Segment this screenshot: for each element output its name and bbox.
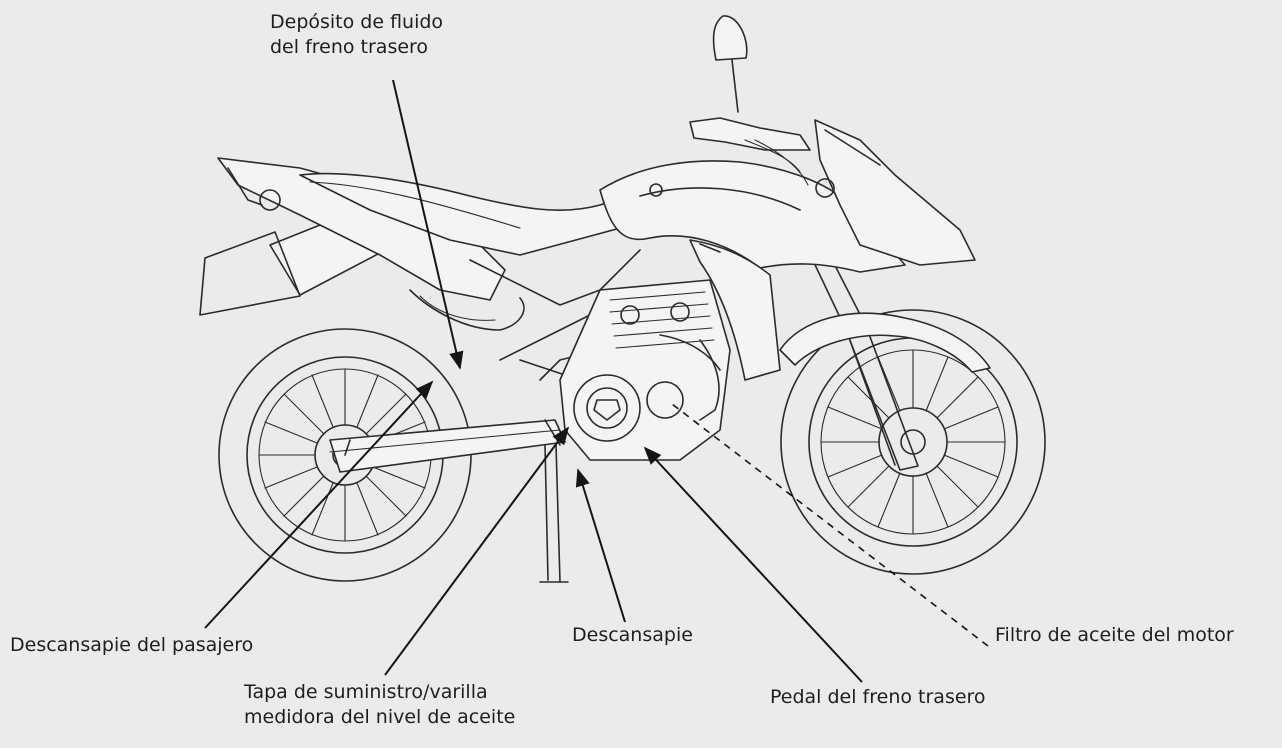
label-brake-fluid-reservoir: Depósito de fluido del freno trasero xyxy=(270,10,443,60)
label-line: Filtro de aceite del motor xyxy=(995,623,1234,648)
leader-footrest xyxy=(578,470,625,622)
leader-oil-filter xyxy=(672,404,988,646)
leader-passenger-footrest xyxy=(205,382,432,628)
label-line: Tapa de suministro/varilla xyxy=(244,680,515,705)
swingarm xyxy=(330,420,565,472)
label-footrest: Descansapie xyxy=(572,623,693,648)
label-line: del freno trasero xyxy=(270,35,443,60)
label-rear-brake-pedal: Pedal del freno trasero xyxy=(770,685,986,710)
leader-oil-filler-cap xyxy=(385,428,568,675)
front-wheel xyxy=(781,310,1045,574)
label-line: Descansapie xyxy=(572,623,693,648)
handlebar xyxy=(690,16,810,185)
label-passenger-footrest: Descansapie del pasajero xyxy=(10,633,253,658)
label-oil-filter: Filtro de aceite del motor xyxy=(995,623,1234,648)
label-oil-filler-cap: Tapa de suministro/varilla medidora del … xyxy=(244,680,515,730)
label-line: Pedal del freno trasero xyxy=(770,685,986,710)
engine xyxy=(560,280,730,460)
label-line: medidora del nivel de aceite xyxy=(244,705,515,730)
label-line: Depósito de fluido xyxy=(270,10,443,35)
label-line: Descansapie del pasajero xyxy=(10,633,253,658)
side-stand xyxy=(540,445,568,582)
front-fork xyxy=(780,248,990,470)
